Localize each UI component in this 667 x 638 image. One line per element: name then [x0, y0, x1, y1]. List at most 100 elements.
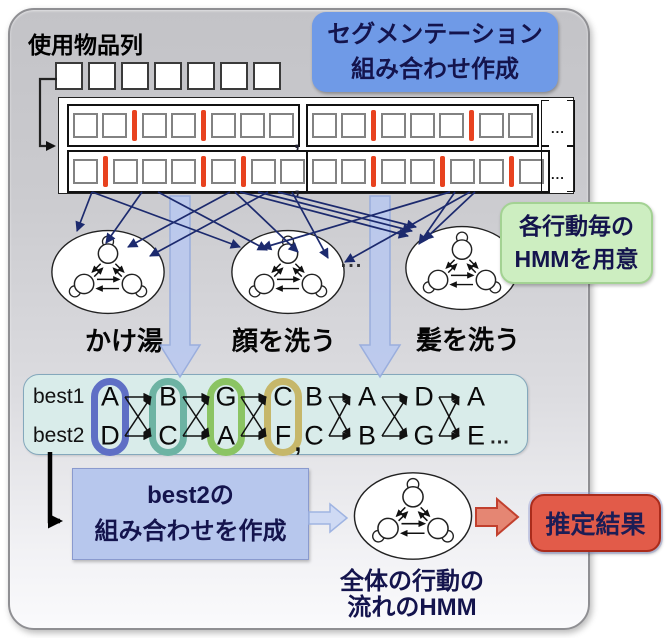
- best-ellipsis: ...: [490, 426, 510, 449]
- segment-square: [479, 159, 504, 184]
- ellipsis-bracket: ...: [541, 146, 575, 192]
- segment-divider: [371, 110, 376, 141]
- best1-letter: D: [414, 381, 434, 412]
- bracket-dots: ...: [551, 166, 565, 182]
- segment-square: [251, 159, 276, 184]
- comma: ,: [294, 128, 301, 153]
- segment-square: [450, 159, 475, 184]
- segment-square: [211, 113, 236, 138]
- best2-box-line1: best2の: [147, 482, 234, 509]
- segment-square: [312, 159, 337, 184]
- action-label-3: 髪を洗う: [415, 325, 521, 355]
- segment-divider: [371, 156, 376, 187]
- segmentation-candidate: [67, 150, 311, 193]
- segment-square: [341, 159, 366, 184]
- item-square: [253, 62, 281, 90]
- segment-square: [381, 159, 406, 184]
- segment-square: [410, 159, 435, 184]
- segment-square: [240, 113, 265, 138]
- segment-square: [410, 113, 435, 138]
- segment-square: [508, 113, 533, 138]
- result-box: 推定結果: [530, 494, 661, 552]
- segment-divider: [201, 110, 206, 141]
- column-outline: [264, 378, 302, 456]
- segment-square: [312, 113, 337, 138]
- segmentation-candidate: [306, 104, 539, 147]
- best2-letter: A: [216, 420, 236, 451]
- overall-hmm-label-line2: 流れのHMM: [347, 594, 477, 621]
- bracket-dots: ...: [551, 120, 565, 136]
- hmm-note-line2: HMMを用意: [514, 246, 639, 272]
- action-label-1: かけ湯: [84, 326, 164, 356]
- best2-label: best2: [33, 424, 85, 447]
- best2-letter: D: [100, 420, 120, 451]
- segment-square: [171, 159, 196, 184]
- segment-square: [142, 113, 167, 138]
- item-square: [187, 62, 215, 90]
- segment-square: [269, 113, 294, 138]
- segment-divider: [440, 156, 445, 187]
- item-square: [55, 62, 83, 90]
- left-bracket: [541, 146, 549, 192]
- page-title: 使用物品列: [28, 32, 143, 58]
- segment-square: [479, 113, 504, 138]
- segment-square: [142, 159, 167, 184]
- item-square: [88, 62, 116, 90]
- segment-divider: [469, 110, 474, 141]
- segment-divider: [103, 156, 108, 187]
- segment-square: [73, 159, 98, 184]
- segment-square: [102, 113, 127, 138]
- best1-letter: G: [215, 381, 237, 412]
- result-label: 推定結果: [545, 511, 646, 539]
- segment-divider: [201, 156, 206, 187]
- hmm-diagram-overall: [349, 468, 477, 564]
- item-sequence-row: [55, 62, 281, 90]
- best1-label: best1: [33, 385, 85, 408]
- right-bracket: [566, 100, 575, 146]
- segmentation-candidates-box: ,...,...: [58, 97, 575, 199]
- segment-square: [381, 113, 406, 138]
- segment-square: [341, 113, 366, 138]
- ellipsis-bracket: ...: [541, 100, 575, 146]
- best2-letter: C: [304, 420, 324, 451]
- segment-divider: [509, 156, 514, 187]
- right-bracket: [566, 146, 575, 192]
- best1-letter: A: [357, 381, 377, 412]
- item-square: [220, 62, 248, 90]
- best2-letter: C: [158, 420, 178, 451]
- best-comma: ,: [294, 430, 302, 457]
- segment-square: [73, 113, 98, 138]
- segment-divider: [132, 110, 137, 141]
- best2-letter: F: [274, 420, 292, 451]
- comma: ,: [294, 174, 301, 199]
- item-square: [154, 62, 182, 90]
- left-bracket: [541, 100, 549, 146]
- best1-letter: B: [158, 381, 178, 412]
- segmentation-candidate: [67, 104, 300, 147]
- best2-letter: B: [357, 420, 377, 451]
- best1-letter: A: [466, 381, 486, 412]
- overall-hmm-label-line1: 全体の行動の: [340, 568, 484, 595]
- segment-divider: [241, 156, 246, 187]
- segmentation-box-line1: セグメンテーション: [327, 21, 543, 48]
- segment-square: [211, 159, 236, 184]
- best2-combination-box: best2の 組み合わせを作成: [72, 468, 309, 560]
- segment-square: [519, 159, 544, 184]
- segment-square: [113, 159, 138, 184]
- segmentation-box: セグメンテーション 組み合わせ作成: [312, 12, 558, 92]
- segment-square: [171, 113, 196, 138]
- best1-letter: A: [100, 381, 120, 412]
- best1-letter: C: [273, 381, 293, 412]
- segment-square: [439, 113, 464, 138]
- hmm-note-line1: 各行動毎の: [519, 213, 634, 239]
- segmentation-box-line2: 組み合わせ作成: [351, 56, 519, 83]
- item-square: [121, 62, 149, 90]
- best2-box-line2: 組み合わせを作成: [94, 518, 287, 545]
- action-label-2: 顔を洗う: [231, 326, 337, 356]
- best2-letter: E: [466, 420, 486, 451]
- segment-square: [280, 159, 305, 184]
- hmm-note-box: 各行動毎の HMMを用意: [500, 202, 653, 284]
- best1-letter: B: [304, 381, 324, 412]
